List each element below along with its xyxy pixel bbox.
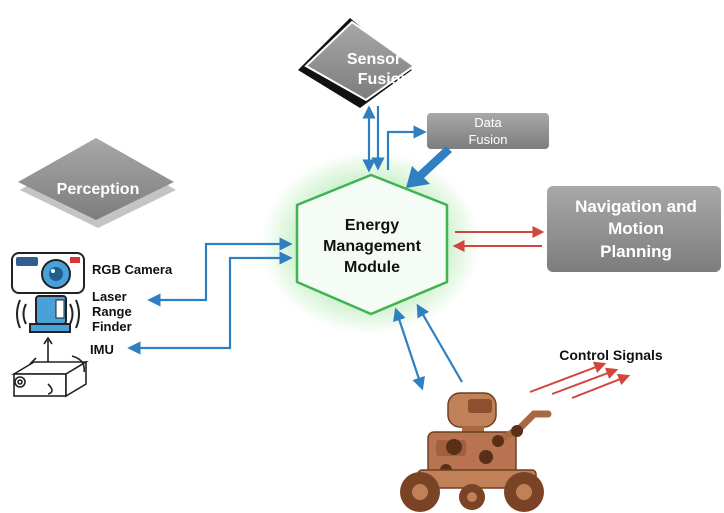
navigation-label-line3: Planning <box>600 242 672 261</box>
camera-icon <box>11 252 85 294</box>
sensor-fusion-label-line2: Fusion <box>358 71 410 88</box>
energy-management-node: Energy Management Module <box>261 151 481 335</box>
control-signal-arrows <box>529 361 631 399</box>
laser-label-line1: Laser <box>92 289 127 304</box>
robot-icon <box>400 392 552 512</box>
imu-label: IMU <box>90 342 114 357</box>
red-connectors <box>452 226 545 252</box>
navigation-node: Navigation and Motion Planning <box>547 186 721 272</box>
arrow-robot-to-hex-2 <box>416 303 463 383</box>
laser-label-line3: Finder <box>92 319 132 334</box>
energy-module-label-line3: Module <box>344 259 400 276</box>
arrow-datafusion-to-hex <box>406 146 452 188</box>
laser-range-finder-icon <box>16 295 80 333</box>
navigation-label-line2: Motion <box>608 219 664 238</box>
arrow-robot-to-hex-1 <box>393 307 425 391</box>
control-signals-label: Control Signals <box>559 347 663 363</box>
arrow-laser-to-hex <box>127 251 293 355</box>
energy-module-label-line2: Management <box>323 238 421 255</box>
perception-label: Perception <box>57 181 140 198</box>
energy-module-label-line1: Energy <box>345 217 399 234</box>
perception-node: Perception <box>18 138 176 228</box>
arrow-datafusion-elbow <box>386 125 427 170</box>
sensor-fusion-label-line1: Sensor <box>347 51 401 68</box>
blue-connectors <box>127 105 463 391</box>
data-fusion-label-line1: Data <box>474 115 502 130</box>
laser-label-line2: Range <box>92 304 132 319</box>
data-fusion-node: Data Fusion <box>427 113 549 149</box>
data-fusion-label-line2: Fusion <box>468 132 507 147</box>
rgb-camera-label: RGB Camera <box>92 262 173 277</box>
navigation-label-line1: Navigation and <box>575 197 697 216</box>
imu-icon <box>11 336 89 398</box>
sensor-fusion-node: Sensor Fusion <box>298 18 416 108</box>
